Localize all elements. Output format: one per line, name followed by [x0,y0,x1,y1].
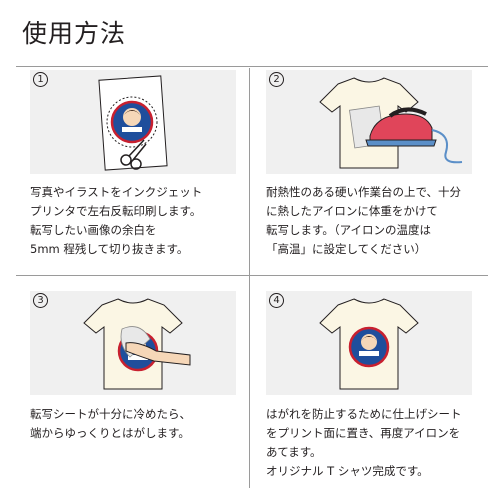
printed-sheet-illustration [98,75,168,171]
step-1-number: 1 [33,72,48,87]
step-1-description: 写真やイラストをインクジェット プリンタで左右反転印刷します。 転写したい画像の… [30,185,203,256]
step-4-illustration: 4 [266,291,472,395]
scissors-icon [120,139,147,170]
top-divider [16,66,488,67]
row-divider [16,275,488,276]
column-divider [249,68,250,488]
hand-icon [125,342,191,366]
ironing-illustration [319,77,463,169]
badge-logo [348,326,390,368]
step-4-description: はがれを防止するために仕上げシート をプリント面に置き、再度アイロンを あてます… [266,407,462,478]
step-2-description: 耐熱性のある硬い作業台の上で、十分 に熱したアイロンに体重をかけて 転写します。… [266,185,462,256]
step-3-description: 転写シートが十分に冷めたら、 端からゆっくりとはがします。 [30,407,191,440]
step-3-number: 3 [33,293,48,308]
step-1-illustration: 1 [30,70,236,174]
badge-logo [110,100,154,144]
step-4-number: 4 [269,293,284,308]
page-title: 使用方法 [22,19,127,48]
peeling-illustration [83,298,191,390]
step-3-illustration: 3 [30,291,236,395]
step-2-number: 2 [269,72,284,87]
step-2-illustration: 2 [266,70,472,174]
iron-icon [365,107,463,164]
finished-shirt-illustration [319,298,419,390]
